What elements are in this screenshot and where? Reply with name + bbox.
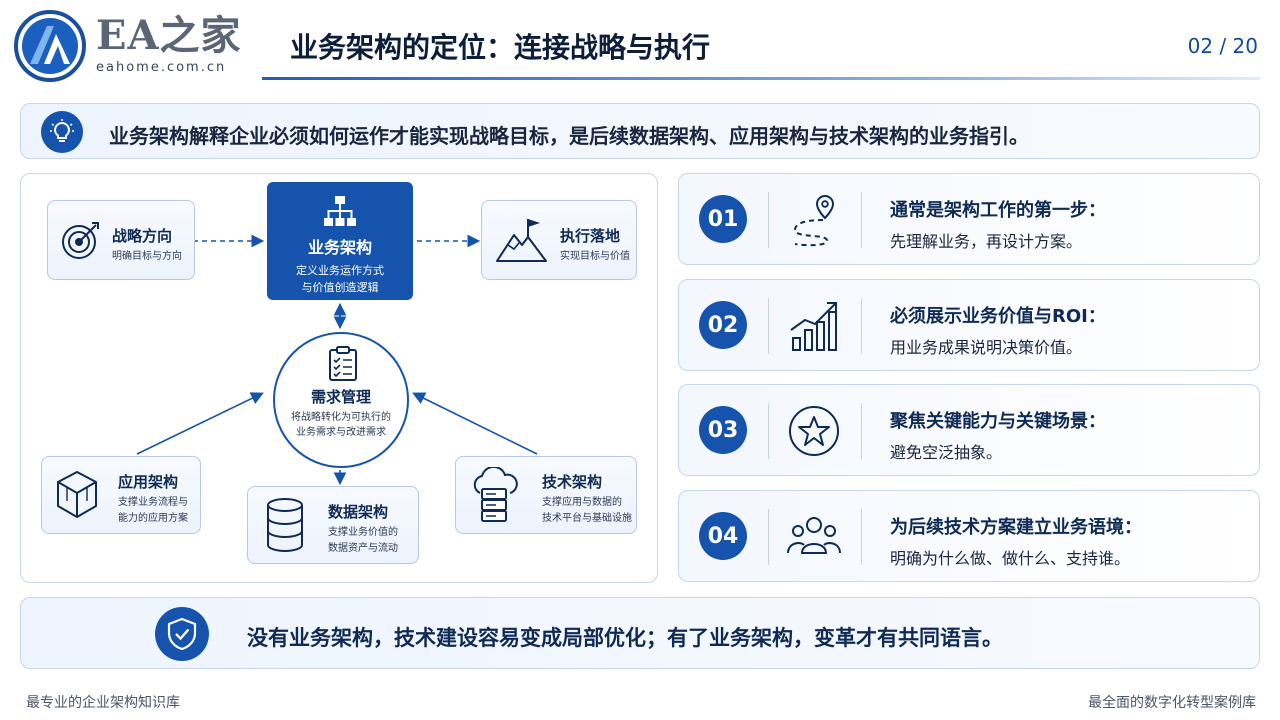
header-divider [262, 77, 1260, 80]
route-pin-icon [793, 194, 835, 247]
execution-box: 执行落地 实现目标与价值 [481, 200, 637, 280]
brand-name: EA之家 [96, 12, 242, 59]
point-number-1: 01 [699, 195, 747, 243]
brand-logo [14, 10, 86, 82]
technology-sub-2: 技术平台与基础设施 [542, 513, 632, 524]
divider [768, 403, 769, 459]
shield-check-icon [155, 607, 209, 661]
application-box: 应用架构 支撑业务流程与 能力的应用方案 [41, 456, 201, 534]
technology-sub-1: 支撑应用与数据的 [542, 497, 622, 508]
application-sub-2: 能力的应用方案 [118, 513, 188, 524]
data-title: 数据架构 [328, 503, 389, 521]
brand: EA之家 eahome.com.cn [96, 12, 242, 76]
growth-chart-icon [790, 302, 837, 351]
point-heading-2: 必须展示业务价值与ROI： [890, 306, 1106, 327]
divider [861, 192, 862, 248]
point-heading-3: 聚焦关键能力与关键场景： [890, 411, 1106, 432]
point-heading-1: 通常是架构工作的第一步： [890, 200, 1106, 221]
target-icon [62, 222, 99, 259]
footer-right: 最全面的数字化转型案例库 [1088, 695, 1256, 711]
divider [768, 192, 769, 248]
divider [768, 298, 769, 354]
conclusion-bar: 没有业务架构，技术建设容易变成局部优化；有了业务架构，变革才有共同语言。 [20, 597, 1260, 669]
point-number-4: 04 [699, 512, 747, 560]
point-item-4: 04 为后续技术方案建立业务语境： 明确为什么做、做什么、支持谁。 [678, 490, 1260, 582]
strategy-box: 战略方向 明确目标与方向 [47, 200, 195, 280]
point-heading-4: 为后续技术方案建立业务语境： [890, 517, 1142, 538]
checklist-icon [329, 346, 357, 381]
architecture-diagram: 战略方向 明确目标与方向 业务架构 定义业务运作方式 与价值创造逻辑 执行落地 … [20, 173, 658, 583]
point-item-2: 02 必须展示业务价值与ROI： 用业务成果说明决策价值。 [678, 279, 1260, 371]
technology-box: 技术架构 支撑应用与数据的 技术平台与基础设施 [455, 456, 637, 534]
summary-text: 业务架构解释企业必须如何运作才能实现战略目标，是后续数据架构、应用架构与技术架构… [109, 124, 1029, 148]
point-number-2: 02 [699, 301, 747, 349]
requirements-sub-2: 业务需求与改进需求 [296, 427, 386, 438]
execution-title: 执行落地 [560, 227, 621, 245]
org-chart-icon [324, 196, 356, 226]
requirements-title: 需求管理 [310, 388, 371, 406]
business-architecture-box: 业务架构 定义业务运作方式 与价值创造逻辑 [267, 182, 413, 300]
conclusion-text: 没有业务架构，技术建设容易变成局部优化；有了业务架构，变革才有共同语言。 [247, 626, 1003, 650]
point-desc-4: 明确为什么做、做什么、支持谁。 [890, 549, 1131, 568]
divider [861, 403, 862, 459]
execution-sub: 实现目标与价值 [560, 251, 630, 262]
application-sub-1: 支撑业务流程与 [118, 497, 188, 508]
divider [861, 509, 862, 565]
requirements-sub-1: 将战略转化为可执行的 [291, 412, 391, 423]
page-title: 业务架构的定位：连接战略与执行 [290, 31, 711, 64]
cube-icon [57, 471, 97, 518]
summary-bar: 业务架构解释企业必须如何运作才能实现战略目标，是后续数据架构、应用架构与技术架构… [20, 103, 1260, 159]
point-item-3: 03 聚焦关键能力与关键场景： 避免空泛抽象。 [678, 384, 1260, 476]
brand-url: eahome.com.cn [96, 60, 227, 75]
divider [861, 298, 862, 354]
people-icon [787, 517, 841, 554]
core-title: 业务架构 [307, 238, 372, 257]
data-box: 数据架构 支撑业务价值的 数据资产与流动 [247, 486, 419, 564]
cloud-server-icon [473, 467, 518, 522]
point-desc-2: 用业务成果说明决策价值。 [890, 338, 1083, 357]
footer-left: 最专业的企业架构知识库 [26, 695, 180, 711]
data-sub-1: 支撑业务价值的 [328, 527, 398, 538]
core-sub-2: 与价值创造逻辑 [301, 281, 379, 294]
lightbulb-icon [41, 111, 83, 153]
point-desc-3: 避免空泛抽象。 [890, 443, 1003, 462]
strategy-title: 战略方向 [112, 227, 173, 245]
point-desc-1: 先理解业务，再设计方案。 [890, 232, 1083, 251]
core-sub-1: 定义业务运作方式 [296, 264, 384, 277]
page-number: 02 / 20 [1187, 34, 1258, 58]
technology-title: 技术架构 [542, 473, 603, 491]
application-title: 应用架构 [118, 473, 179, 491]
database-icon [267, 498, 303, 552]
divider [768, 509, 769, 565]
mountain-flag-icon [496, 219, 547, 262]
logo-mark-icon [14, 10, 86, 82]
point-number-3: 03 [699, 406, 747, 454]
point-item-1: 01 通常是架构工作的第一步： 先理解业务，再设计方案。 [678, 173, 1260, 265]
requirements-circle: 需求管理 将战略转化为可执行的 业务需求与改进需求 [273, 332, 409, 468]
star-icon [789, 406, 839, 456]
strategy-sub: 明确目标与方向 [112, 251, 182, 262]
data-sub-2: 数据资产与流动 [328, 543, 398, 554]
